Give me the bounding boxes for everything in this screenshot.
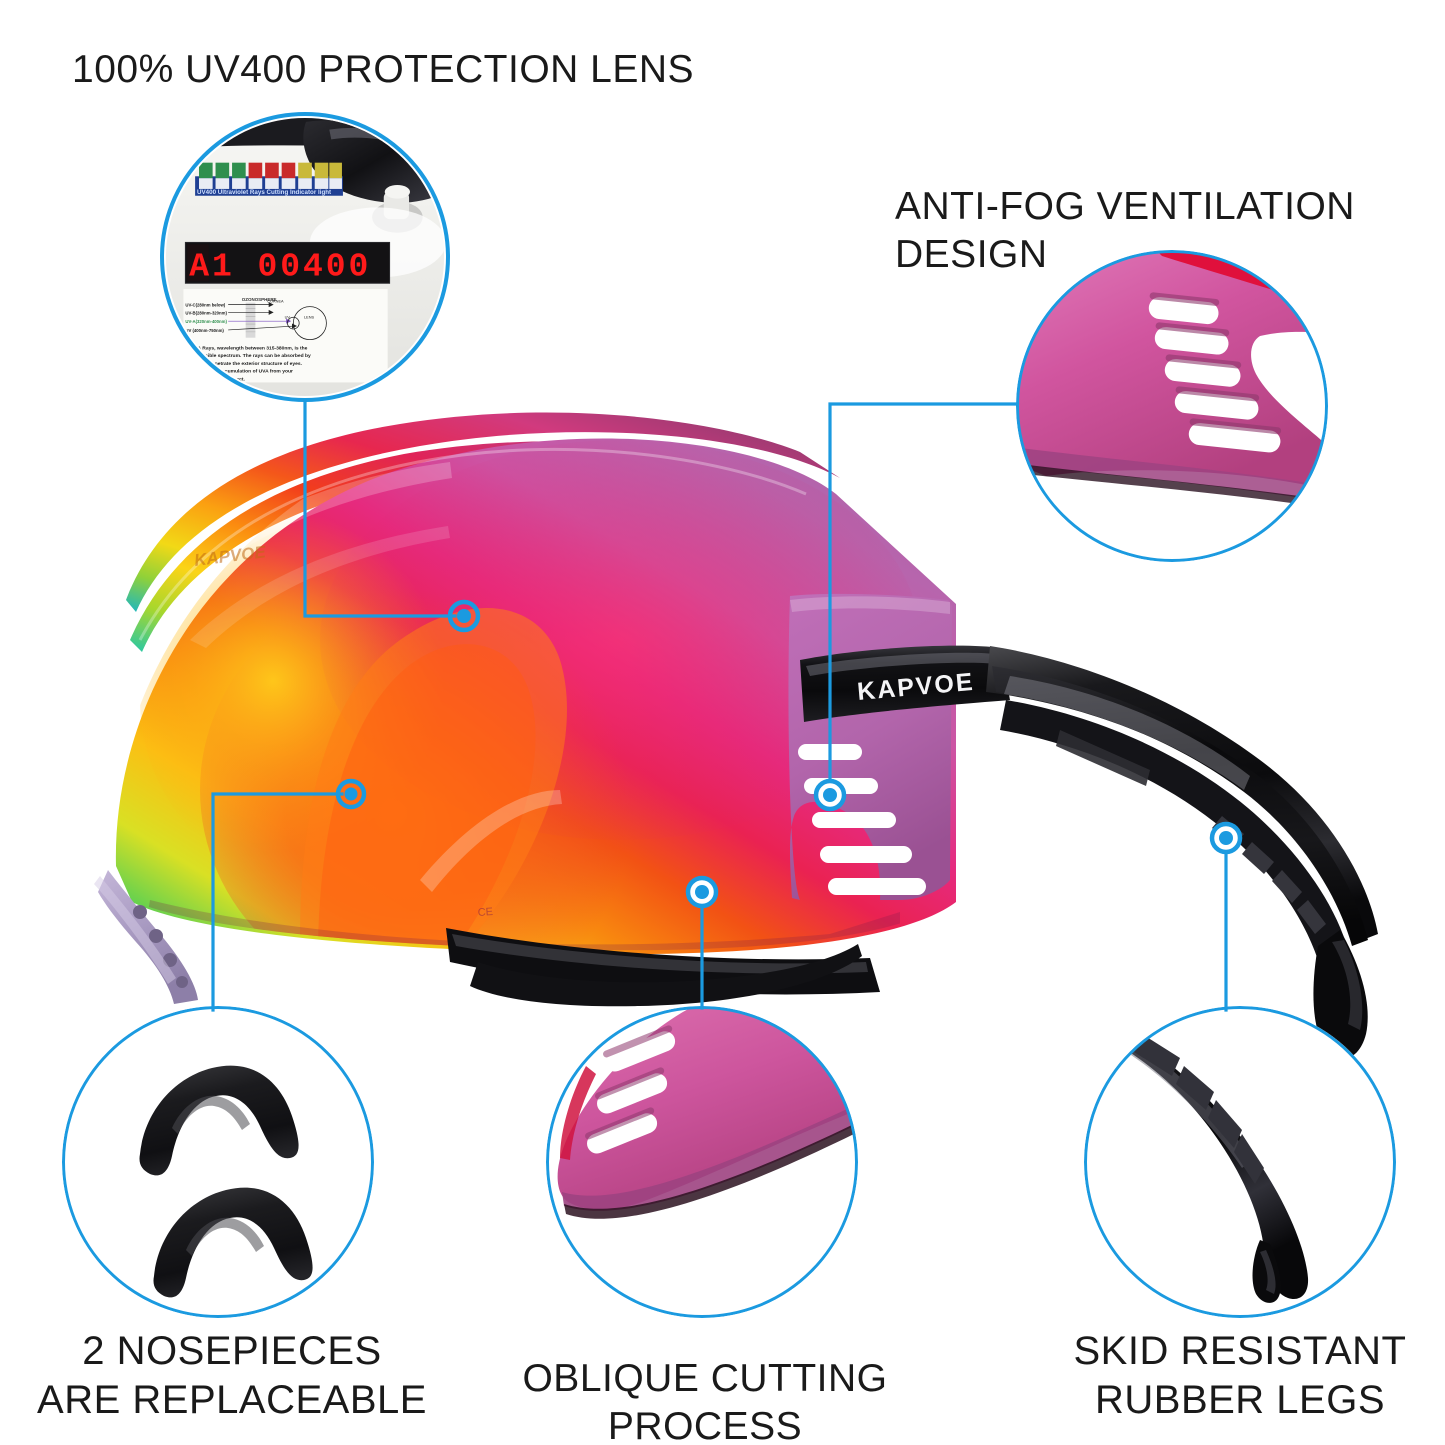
detail-circle-uv-tester: UV400 Ultraviolet Rays Cutting Indicator…: [160, 112, 450, 402]
nose-bridge: [94, 870, 198, 1004]
uv-indicator-caption: UV400 Ultraviolet Rays Cutting Indicator…: [197, 189, 331, 196]
nosepieces-detail-art: [64, 1008, 372, 1316]
svg-text:land of visible spectrum. The: land of visible spectrum. The rays can b…: [183, 353, 311, 359]
svg-text:t cause sunburnt cataract.: t cause sunburnt cataract.: [183, 376, 245, 382]
svg-text:violet A Rays, wavelength b: violet A Rays, wavelength between 315-38…: [183, 345, 307, 351]
nosepiece-upper: [139, 1065, 299, 1176]
nosepiece-lower: [153, 1187, 313, 1298]
detail-circle-anti-fog: [1016, 250, 1328, 562]
detail-circle-nosepieces: [62, 1006, 374, 1318]
left-temple: [470, 944, 862, 1007]
anti-fog-detail-art: [1018, 252, 1326, 560]
label-uv-protection: 100% UV400 PROTECTION LENS: [72, 48, 695, 91]
svg-text:UV-A(320nm-400nm): UV-A(320nm-400nm): [185, 319, 227, 324]
temple-arm: [986, 646, 1378, 1059]
detail-circle-oblique-cutting: [546, 1006, 858, 1318]
label-anti-fog: ANTI-FOG VENTILATION DESIGN: [895, 185, 1355, 276]
label-oblique-cutting: OBLIQUE CUTTING PROCESS: [522, 1357, 888, 1445]
svg-text:UV-B(280nm-320nm): UV-B(280nm-320nm): [185, 310, 227, 315]
uv-led-panel: A1 00400: [184, 241, 391, 285]
svg-text:when they penetrate the exte: when they penetrate the exterior structu…: [182, 361, 302, 367]
svg-text:shows that the accumulation: shows that the accumulation of UVA from …: [183, 369, 293, 375]
nose-bridge-holes: [133, 905, 188, 988]
svg-text:UV-C(280nm below): UV-C(280nm below): [185, 303, 225, 308]
svg-text:UV (400nm-750nm): UV (400nm-750nm): [185, 328, 224, 333]
rubber-legs-detail-art: [1086, 1008, 1394, 1316]
uv-tester-photo: UV400 Ultraviolet Rays Cutting Indicator…: [165, 117, 445, 397]
svg-text:LENS: LENS: [304, 314, 315, 319]
uv-info-card: OZONOSPHERE UV-C(280nm below) UV-B(280nm…: [182, 289, 388, 382]
uv-diagram-top-label: OZONOSPHERE: [242, 297, 277, 302]
svg-text:CORNEA: CORNEA: [267, 299, 284, 304]
lens-fine-print: CE: [477, 906, 493, 919]
oblique-detail-art: [548, 1008, 856, 1316]
svg-text:UV: UV: [285, 314, 291, 319]
uv-indicator-strip: UV400 Ultraviolet Rays Cutting Indicator…: [195, 162, 343, 196]
label-nosepieces: 2 NOSEPIECES ARE REPLACEABLE: [37, 1329, 427, 1422]
detail-circle-rubber-legs: [1084, 1006, 1396, 1318]
uv-led-readout: A1 00400: [189, 247, 371, 285]
label-rubber-legs: SKID RESISTANT RUBBER LEGS: [1073, 1329, 1407, 1422]
